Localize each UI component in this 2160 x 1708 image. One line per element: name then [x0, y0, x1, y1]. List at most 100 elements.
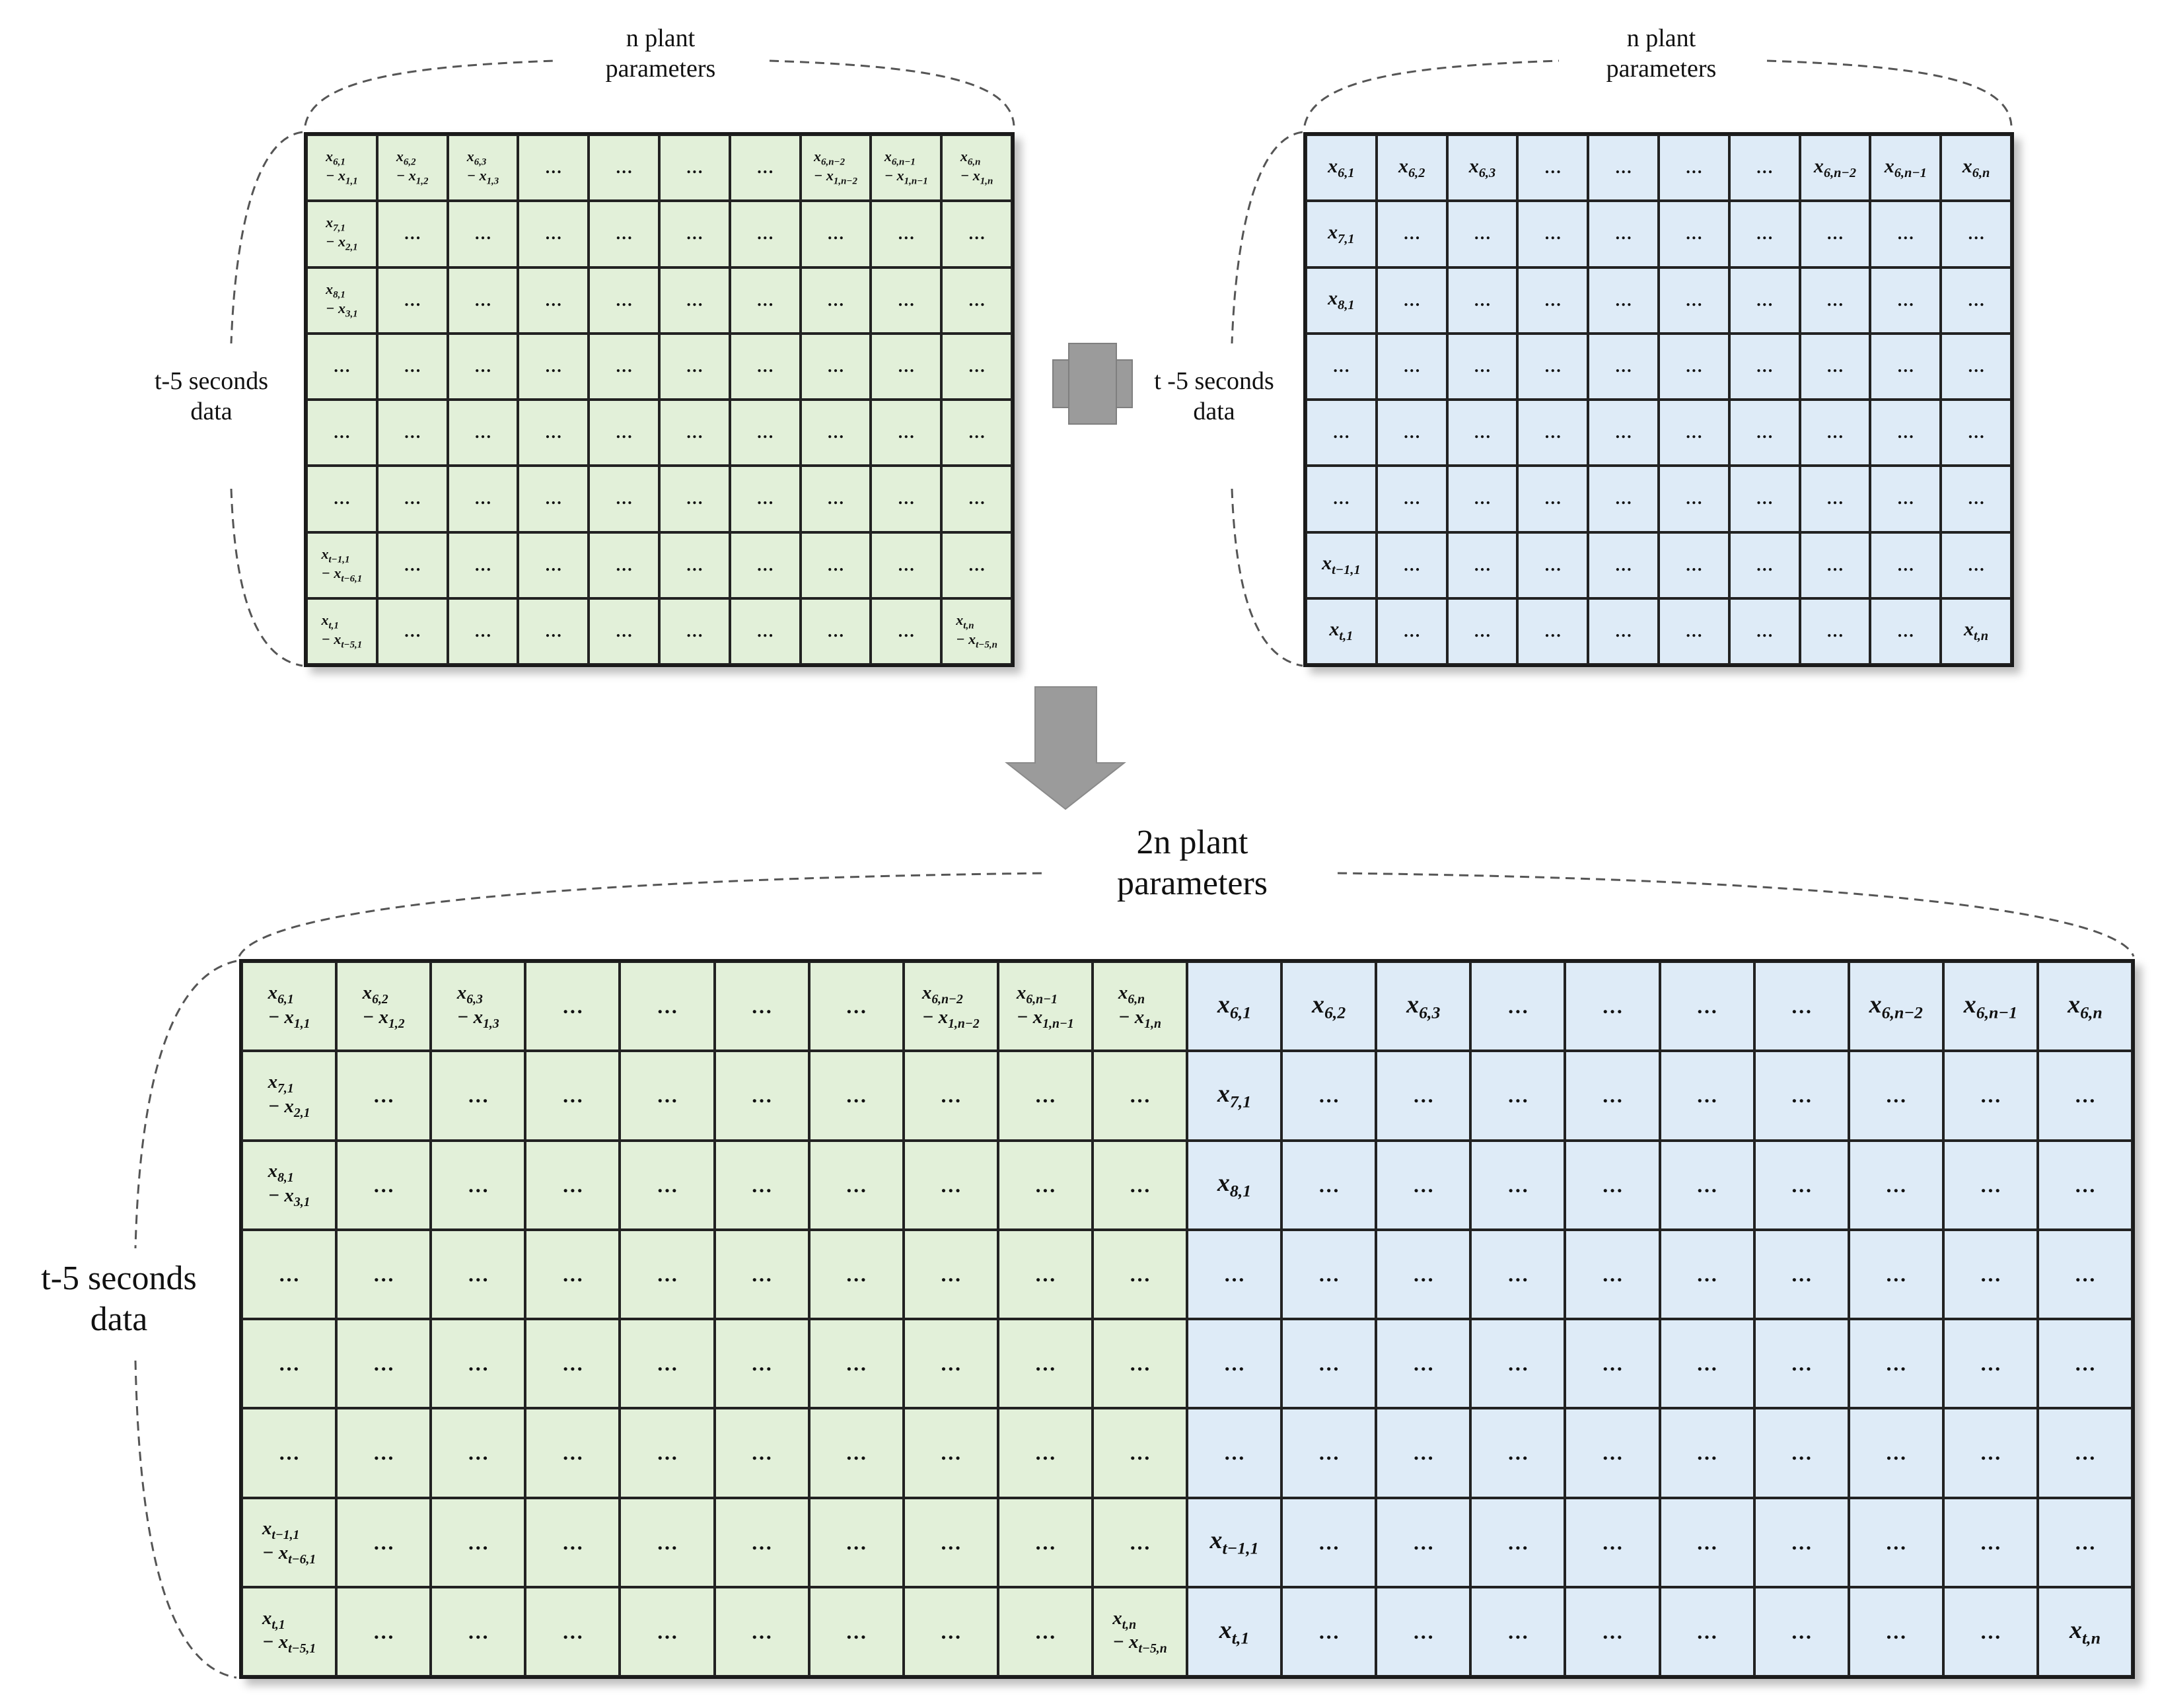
matrix-cell: … — [447, 466, 519, 532]
matrix-cell: … — [809, 1140, 904, 1230]
matrix-cell: … — [1470, 1051, 1566, 1141]
matrix-cell: … — [729, 333, 801, 400]
matrix-cell: … — [1470, 1586, 1566, 1676]
brace-top-left-rows-b — [230, 488, 303, 667]
matrix-cell: x7,1 — [1306, 201, 1377, 267]
brace-top-left-cols-r — [769, 59, 1015, 126]
matrix-cell: … — [714, 1140, 809, 1230]
matrix-cell: … — [1092, 1140, 1187, 1230]
matrix-cell: … — [1376, 267, 1447, 334]
matrix-cell: … — [1376, 532, 1447, 598]
matrix-cell: … — [1281, 1408, 1377, 1498]
matrix-cell: … — [589, 532, 659, 598]
matrix-cell: … — [518, 333, 589, 400]
brace-bottom-rows — [134, 960, 237, 1249]
matrix-cell: … — [871, 333, 942, 400]
matrix-cell: … — [1943, 1408, 2038, 1498]
matrix-cell: xt−1,1− xt−6,1 — [306, 532, 377, 598]
matrix-cell: … — [800, 267, 871, 334]
matrix-cell: … — [431, 1408, 526, 1498]
matrix-cell: … — [431, 1586, 526, 1676]
matrix-cell: … — [714, 1586, 809, 1676]
matrix-cell: … — [729, 598, 801, 664]
matrix-cell: … — [1754, 1140, 1849, 1230]
matrix-cell: … — [1376, 1497, 1471, 1587]
matrix-cell: … — [1470, 1497, 1566, 1587]
matrix-cell: … — [1729, 201, 1800, 267]
matrix-cell: … — [800, 532, 871, 598]
brace-top-left-rows — [230, 131, 303, 344]
matrix-cell: … — [525, 1051, 620, 1141]
matrix-cell: x7,1− x2,1 — [242, 1051, 337, 1141]
matrix-cell: … — [377, 598, 448, 664]
matrix-cell: … — [1565, 1229, 1660, 1319]
matrix-cell: … — [525, 962, 620, 1051]
matrix-cell: … — [903, 1051, 998, 1141]
matrix-cell: … — [306, 333, 377, 400]
matrix-cell: … — [1588, 400, 1659, 466]
matrix-cell: … — [1659, 598, 1729, 664]
matrix-cell: … — [729, 267, 801, 334]
top-left-column-label: n plant parameters — [605, 24, 716, 83]
matrix-cell: … — [714, 1319, 809, 1409]
matrix-cell: … — [714, 1408, 809, 1498]
matrix-cell: … — [2037, 1319, 2132, 1409]
matrix-cell: xt,n — [2037, 1586, 2132, 1676]
matrix-cell: … — [1565, 1497, 1660, 1587]
matrix-cell: … — [714, 962, 809, 1051]
matrix-cell: … — [1306, 400, 1377, 466]
matrix-cell: … — [620, 1497, 715, 1587]
matrix-cell: … — [1941, 333, 2011, 400]
brace-bottom-rows-b — [134, 1360, 237, 1679]
matrix-cell: … — [336, 1586, 431, 1676]
matrix-cell: … — [525, 1140, 620, 1230]
matrix-cell: x8,1− x3,1 — [306, 267, 377, 334]
matrix-cell: … — [1943, 1586, 2038, 1676]
matrix-cell: … — [1754, 1229, 1849, 1319]
matrix-cell: … — [1659, 267, 1729, 334]
matrix-cell: … — [589, 333, 659, 400]
matrix-cell: … — [659, 267, 730, 334]
brace-bottom-cols — [238, 872, 1048, 957]
matrix-cell: … — [447, 201, 519, 267]
matrix-cell: … — [1376, 1229, 1471, 1319]
matrix-cell: … — [1659, 962, 1754, 1051]
matrix-cell: … — [714, 1497, 809, 1587]
matrix-cell: … — [1729, 267, 1800, 334]
matrix-cell: … — [1470, 1319, 1566, 1409]
matrix-cell: … — [525, 1229, 620, 1319]
matrix-cell: … — [525, 1586, 620, 1676]
plus-icon — [1052, 343, 1133, 425]
matrix-cell: … — [431, 1140, 526, 1230]
matrix-cell: … — [1588, 466, 1659, 532]
matrix-cell: … — [620, 1051, 715, 1141]
matrix-cell: … — [431, 1319, 526, 1409]
matrix-cell: … — [1517, 400, 1589, 466]
matrix-cell: … — [1870, 201, 1941, 267]
matrix-cell: … — [1588, 532, 1659, 598]
brace-top-left-cols — [304, 59, 556, 126]
matrix-cell: … — [1470, 1408, 1566, 1498]
matrix-cell: x6,1− x1,1 — [306, 135, 377, 201]
matrix-cell: … — [620, 1408, 715, 1498]
matrix-cell: … — [525, 1497, 620, 1587]
matrix-cell: … — [871, 532, 942, 598]
matrix-cell: … — [997, 1497, 1093, 1587]
matrix-cell: … — [1376, 466, 1447, 532]
matrix-cell: … — [1754, 1051, 1849, 1141]
matrix-cell: … — [997, 1319, 1093, 1409]
matrix-cell: … — [1517, 598, 1589, 664]
matrix-cell: … — [2037, 1497, 2132, 1587]
matrix-cell: x6,n−2− x1,n−2 — [800, 135, 871, 201]
matrix-cell: … — [809, 1319, 904, 1409]
matrix-cell: x6,1 — [1187, 962, 1282, 1051]
matrix-cell: … — [1799, 532, 1871, 598]
matrix-cell: … — [941, 333, 1012, 400]
matrix-cell: xt,n− xt−5,n — [1092, 1586, 1187, 1676]
matrix-cell: … — [1092, 1408, 1187, 1498]
matrix-cell: … — [518, 400, 589, 466]
matrix-cell: … — [1799, 598, 1871, 664]
matrix-cell: … — [431, 1051, 526, 1141]
matrix-cell: … — [1588, 135, 1659, 201]
